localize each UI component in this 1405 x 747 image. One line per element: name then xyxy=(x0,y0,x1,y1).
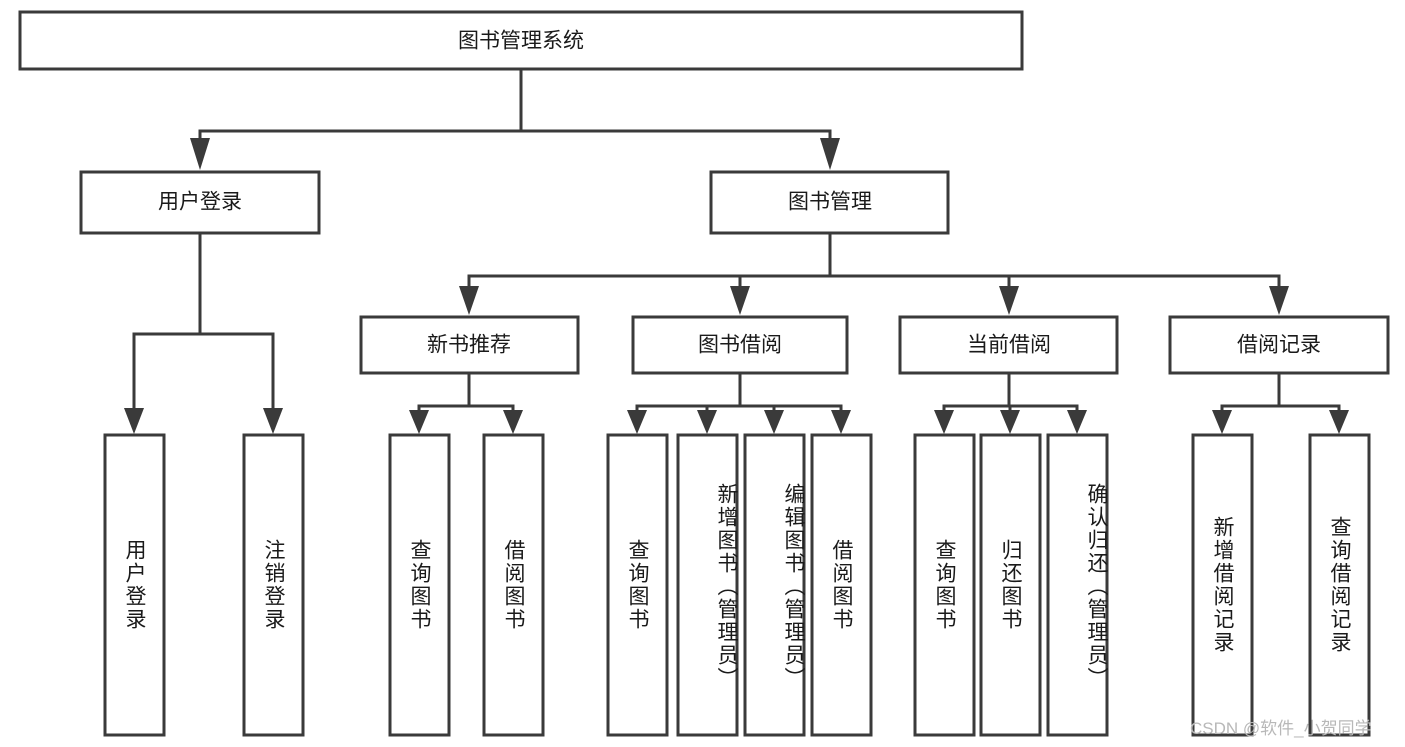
node-user-login-label: 用户登录 xyxy=(158,191,242,214)
arrow-head-leaf-logout-login xyxy=(263,408,283,434)
leaf-box-query-book-2[interactable] xyxy=(606,433,669,737)
arrow-head-leaf-add-borrow-record xyxy=(1212,410,1232,434)
leaf-box-logout-login[interactable] xyxy=(242,433,305,737)
node-new-book-recommend-label: 新书推荐 xyxy=(427,334,511,357)
arrow-head-leaf-query-book-3 xyxy=(934,410,954,434)
node-book-borrow-label: 图书借阅 xyxy=(698,334,782,357)
leaf-box-add-book-admin[interactable] xyxy=(676,433,739,737)
arrow-head-leaf-borrow-book-2 xyxy=(831,410,851,434)
node-root-box[interactable] xyxy=(18,10,1024,71)
arrow-head-leaf-user-login xyxy=(124,408,144,434)
node-current-borrow-box[interactable] xyxy=(898,315,1119,375)
node-book-management-label: 图书管理 xyxy=(788,191,872,214)
leaf-box-edit-book-admin[interactable] xyxy=(743,433,806,737)
arrow-head-leaf-return-book xyxy=(1000,410,1020,434)
arrow-head-leaf-query-book-1 xyxy=(409,410,429,434)
leaf-box-confirm-return-admin[interactable] xyxy=(1046,433,1109,737)
node-borrow-record-box[interactable] xyxy=(1168,315,1390,375)
node-book-management-box[interactable] xyxy=(709,170,950,235)
leaf-box-borrow-book-1[interactable] xyxy=(482,433,545,737)
arrow-head-to-current-borrow xyxy=(999,286,1019,315)
leaf-box-borrow-book-2[interactable] xyxy=(810,433,873,737)
arrow-head-to-book-management xyxy=(820,138,840,170)
leaf-box-query-book-1[interactable] xyxy=(388,433,451,737)
arrow-head-leaf-query-borrow-record xyxy=(1329,410,1349,434)
arrow-head-leaf-borrow-book-1 xyxy=(503,410,523,434)
node-borrow-record-label: 借阅记录 xyxy=(1237,334,1321,357)
node-root-label: 图书管理系统 xyxy=(458,30,584,53)
arrow-head-to-user-login xyxy=(190,138,210,170)
csdn-watermark: CSDN @软件_小贺同学 xyxy=(1190,719,1372,738)
arrow-head-to-new-book-recommend xyxy=(459,286,479,315)
arrow-head-leaf-confirm-return xyxy=(1067,410,1087,434)
arrow-head-leaf-query-book-2 xyxy=(627,410,647,434)
leaf-box-add-borrow-record[interactable] xyxy=(1191,433,1254,737)
leaf-box-return-book[interactable] xyxy=(979,433,1042,737)
leaf-box-query-borrow-record[interactable] xyxy=(1308,433,1371,737)
arrow-head-to-borrow-record xyxy=(1269,286,1289,315)
leaf-box-user-login[interactable] xyxy=(103,433,166,737)
arrow-head-leaf-edit-book xyxy=(764,410,784,434)
node-new-book-recommend-box[interactable] xyxy=(359,315,580,375)
arrow-head-leaf-add-book xyxy=(697,410,717,434)
node-current-borrow-label: 当前借阅 xyxy=(967,334,1051,357)
node-book-borrow-box[interactable] xyxy=(631,315,849,375)
arrow-head-to-book-borrow xyxy=(730,286,750,315)
leaf-box-query-book-3[interactable] xyxy=(913,433,976,737)
